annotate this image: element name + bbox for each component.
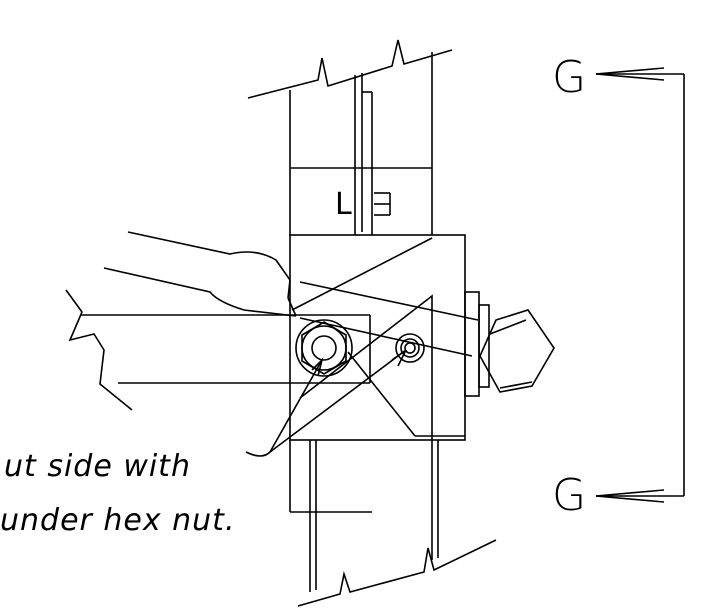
arrow-left-top-icon [595, 67, 665, 81]
diagonal-brace [65, 231, 371, 411]
section-letter-top: G [552, 52, 586, 103]
top-break-line [247, 39, 453, 99]
bottom-break-line [297, 539, 497, 607]
vertical-post [247, 39, 497, 607]
callout-line-2: under hex nut. [0, 503, 235, 538]
section-cut-marker: G G [552, 52, 685, 521]
section-letter-bottom: G [552, 470, 586, 521]
callout-leaders [245, 349, 407, 457]
bolt-large [295, 319, 353, 377]
bolt-small [395, 333, 425, 363]
hex-bolt-right [464, 291, 555, 397]
callout-line-1: ut side with [4, 449, 191, 484]
member-mark: L [335, 187, 352, 222]
arrow-left-bottom-icon [595, 489, 665, 503]
horizontal-angle [65, 289, 133, 411]
